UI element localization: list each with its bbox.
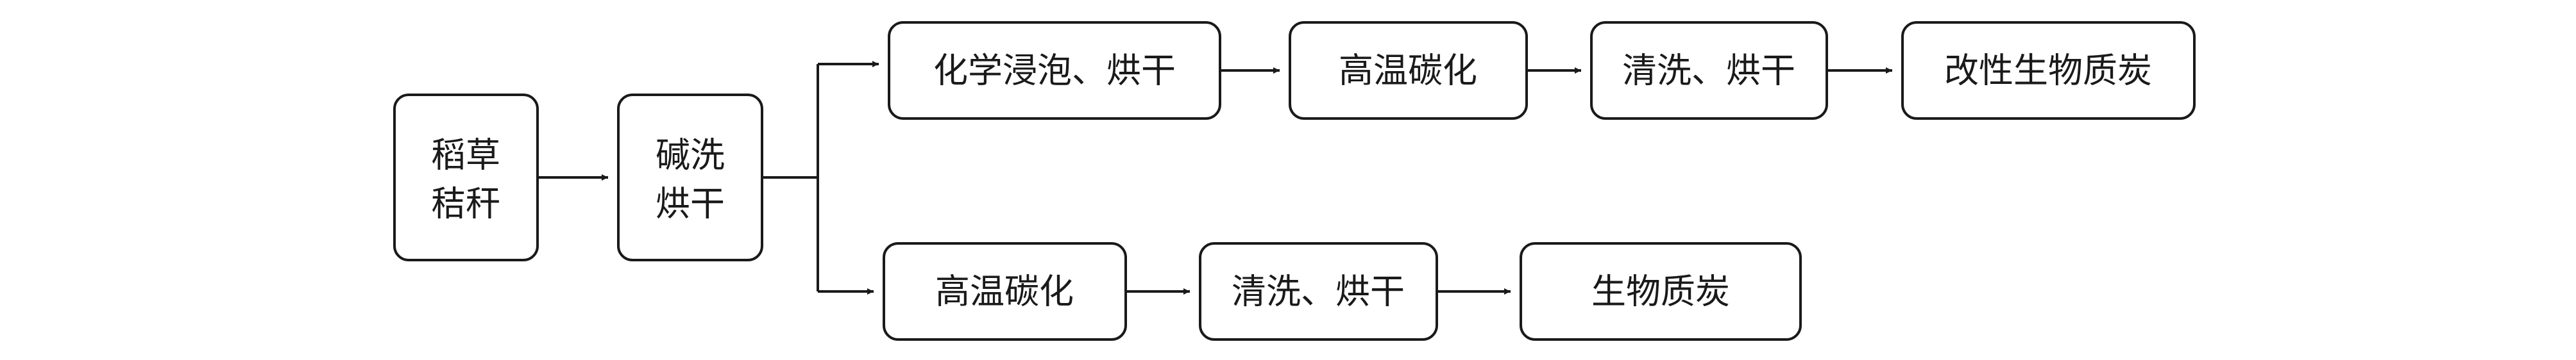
node-alkali-wash-line-2: 烘干 <box>656 184 725 224</box>
node-pyrolysis-bottom: 高温碳化 <box>883 242 1127 341</box>
node-biochar: 生物质炭 <box>1520 242 1802 341</box>
connectors <box>538 61 1892 295</box>
node-straw-line-1: 稻草 <box>431 135 500 176</box>
node-wash-top: 清洗、烘干 <box>1590 21 1828 120</box>
node-straw: 稻草 秸秆 <box>393 94 539 261</box>
node-pyrolysis-top: 高温碳化 <box>1289 21 1528 120</box>
node-alkali-wash: 碱洗 烘干 <box>617 94 763 261</box>
node-chemical-soak: 化学浸泡、烘干 <box>888 21 1221 120</box>
node-biochar-label: 生物质炭 <box>1591 272 1730 312</box>
node-chemical-soak-label: 化学浸泡、烘干 <box>933 51 1176 91</box>
node-wash-bottom: 清洗、烘干 <box>1199 242 1438 341</box>
node-wash-top-label: 清洗、烘干 <box>1622 51 1795 91</box>
node-alkali-wash-line-1: 碱洗 <box>656 135 725 176</box>
node-pyrolysis-bottom-label: 高温碳化 <box>935 272 1074 312</box>
node-pyrolysis-top-label: 高温碳化 <box>1339 51 1477 91</box>
node-modified-biochar: 改性生物质炭 <box>1901 21 2196 120</box>
node-straw-line-2: 秸秆 <box>431 184 500 224</box>
node-wash-bottom-label: 清洗、烘干 <box>1232 272 1405 312</box>
node-modified-biochar-label: 改性生物质炭 <box>1944 51 2152 91</box>
